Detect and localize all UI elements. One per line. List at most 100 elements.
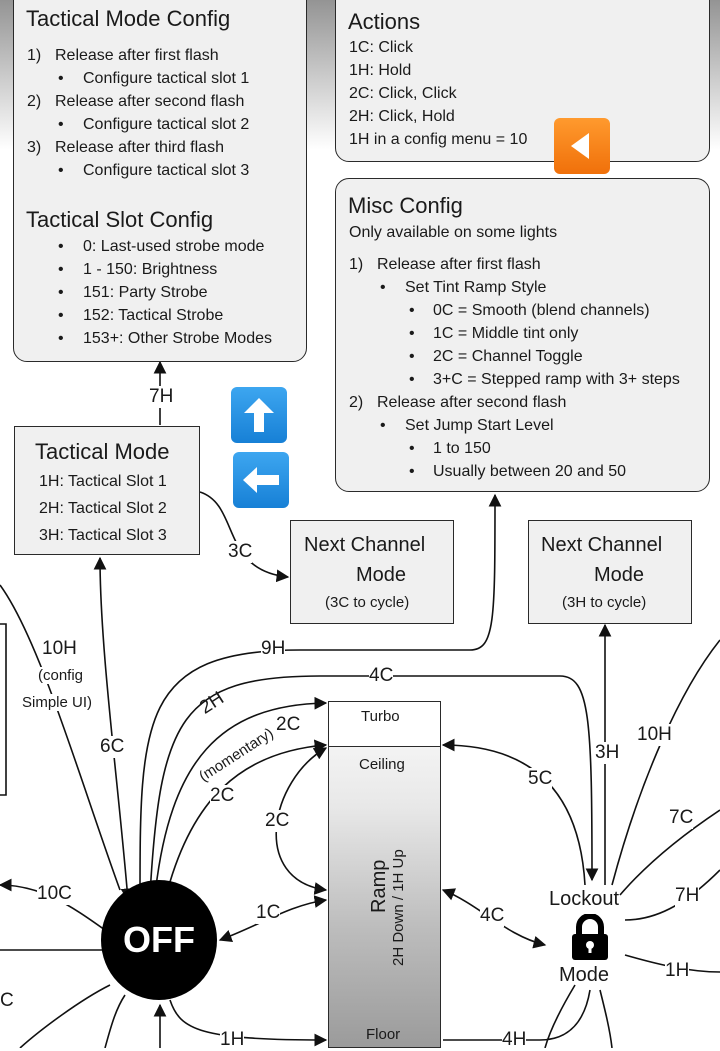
slot-item-0: 0: Last-used strobe mode: [83, 238, 265, 255]
action-item-0: 1C: Click: [349, 39, 414, 56]
tactical-step-2-sub: Configure tactical slot 2: [83, 116, 250, 133]
misc-step-1-number: 1): [349, 256, 364, 273]
lock-icon: [572, 914, 608, 960]
action-item-1: 1H: Hold: [349, 62, 412, 79]
action-item-2: 2C: Click, Click: [349, 85, 457, 102]
bullet: •: [58, 70, 64, 87]
bullet: •: [58, 238, 64, 255]
misc-step-2-sub: Set Jump Start Level: [405, 417, 554, 434]
slot-item-2: 151: Party Strobe: [83, 284, 208, 301]
next-channel-left-title1: Next Channel: [304, 534, 426, 556]
tactical-step-3: Release after third flash: [55, 139, 224, 156]
misc-step-1-sub: Set Tint Ramp Style: [405, 279, 547, 296]
next-channel-left-title2: Mode: [356, 564, 407, 586]
misc-step-2: Release after second flash: [377, 394, 567, 411]
jump-item-0: 1 to 150: [433, 440, 491, 457]
play-reverse-icon: [571, 133, 589, 159]
tactical-config-title: Tactical Mode Config: [26, 6, 231, 31]
next-channel-right-title1: Next Channel: [541, 534, 663, 556]
floor-label: Floor: [366, 1026, 401, 1043]
back-button[interactable]: [554, 118, 610, 174]
action-item-3: 2H: Click, Hold: [349, 108, 455, 125]
edge-label-3c: 3C: [228, 541, 253, 563]
up-button[interactable]: [231, 387, 287, 443]
tactical-step-2: Release after second flash: [55, 93, 245, 110]
bullet: •: [380, 279, 386, 296]
next-channel-box-right: [528, 520, 692, 624]
edge-label-1c: 1C: [256, 902, 281, 924]
edge-label-10h: 10H: [42, 638, 77, 660]
edge-label-1h-right: 1H: [665, 960, 690, 982]
bullet: •: [380, 417, 386, 434]
tactical-step-1: Release after first flash: [55, 47, 219, 64]
tint-item-0: 0C = Smooth (blend channels): [433, 302, 650, 319]
edge-label-4c-top: 4C: [369, 665, 394, 687]
ceiling-label: Ceiling: [359, 756, 405, 773]
edge-label-10h-sub2: Simple UI): [22, 694, 93, 711]
bullet: •: [409, 348, 415, 365]
bullet: •: [409, 302, 415, 319]
tactical-mode-box: [14, 426, 200, 555]
bullet: •: [409, 440, 415, 457]
back-arrow-button[interactable]: [233, 452, 289, 508]
bullet: •: [58, 261, 64, 278]
edge-label-4h-bottom: 4H: [502, 1029, 527, 1051]
tactical-mode-title: Tactical Mode: [35, 439, 170, 464]
slot-item-4: 153+: Other Strobe Modes: [83, 330, 272, 347]
edge-label-2c-a: 2C: [276, 714, 301, 736]
arrow-up-icon: [244, 398, 274, 432]
bullet: •: [409, 371, 415, 388]
action-item-4: 1H in a config menu = 10: [349, 131, 528, 148]
tactical-step-1-sub: Configure tactical slot 1: [83, 70, 250, 87]
turbo-label: Turbo: [361, 708, 400, 725]
slot-item-3: 152: Tactical Strobe: [83, 307, 224, 324]
bullet: •: [58, 284, 64, 301]
edge-label-7h-right: 7H: [675, 885, 700, 907]
misc-step-1: Release after first flash: [377, 256, 541, 273]
bullet: •: [58, 307, 64, 324]
actions-box: [335, 0, 710, 162]
next-channel-left-note: (3C to cycle): [325, 594, 410, 611]
tactical-step-1-number: 1): [27, 47, 42, 64]
edge-label-9h: 9H: [261, 638, 286, 660]
ramp-hint: 2H Down / 1H Up: [390, 849, 407, 966]
tactical-step-3-sub: Configure tactical slot 3: [83, 162, 250, 179]
misc-config-box: [335, 178, 710, 492]
bullet: •: [58, 330, 64, 347]
next-channel-right-title2: Mode: [594, 564, 645, 586]
tactical-config-box: [13, 0, 307, 362]
bullet: •: [58, 116, 64, 133]
tint-item-1: 1C = Middle tint only: [433, 325, 579, 342]
edge-label-c-left: C: [0, 990, 14, 1012]
edge-label-10c: 10C: [37, 883, 72, 905]
edge-label-6c: 6C: [100, 736, 125, 758]
actions-title: Actions: [348, 9, 421, 34]
arrow-left-icon: [243, 467, 279, 493]
edge-label-5c: 5C: [528, 768, 553, 790]
edge-label-10h-sub1: (config: [38, 667, 84, 684]
lockout-mode-label: Mode: [559, 964, 610, 986]
bullet: •: [409, 463, 415, 480]
bullet: •: [409, 325, 415, 342]
misc-config-title: Misc Config: [348, 193, 463, 218]
edge-label-10h-right: 10H: [637, 724, 672, 746]
tactical-step-3-number: 3): [27, 139, 42, 156]
tactical-mode-item-2: 3H: Tactical Slot 3: [39, 527, 167, 544]
tint-item-2: 2C = Channel Toggle: [433, 348, 583, 365]
tactical-step-2-number: 2): [27, 93, 42, 110]
ramp-label: Ramp: [368, 859, 390, 913]
jump-item-1: Usually between 20 and 50: [433, 463, 627, 480]
edge-label-2c-c: 2C: [265, 810, 290, 832]
lockout-label: Lockout: [549, 888, 620, 910]
bullet: •: [58, 162, 64, 179]
tactical-slot-config-title: Tactical Slot Config: [26, 207, 214, 232]
next-channel-box-left: [290, 520, 454, 624]
slot-item-1: 1 - 150: Brightness: [83, 261, 218, 278]
tactical-mode-item-1: 2H: Tactical Slot 2: [39, 500, 167, 517]
ramp-box: [328, 746, 441, 1048]
next-channel-right-note: (3H to cycle): [562, 594, 647, 611]
edge-label-1h-bottom: 1H: [220, 1029, 245, 1051]
misc-step-2-number: 2): [349, 394, 364, 411]
misc-config-subtitle: Only available on some lights: [349, 224, 558, 241]
